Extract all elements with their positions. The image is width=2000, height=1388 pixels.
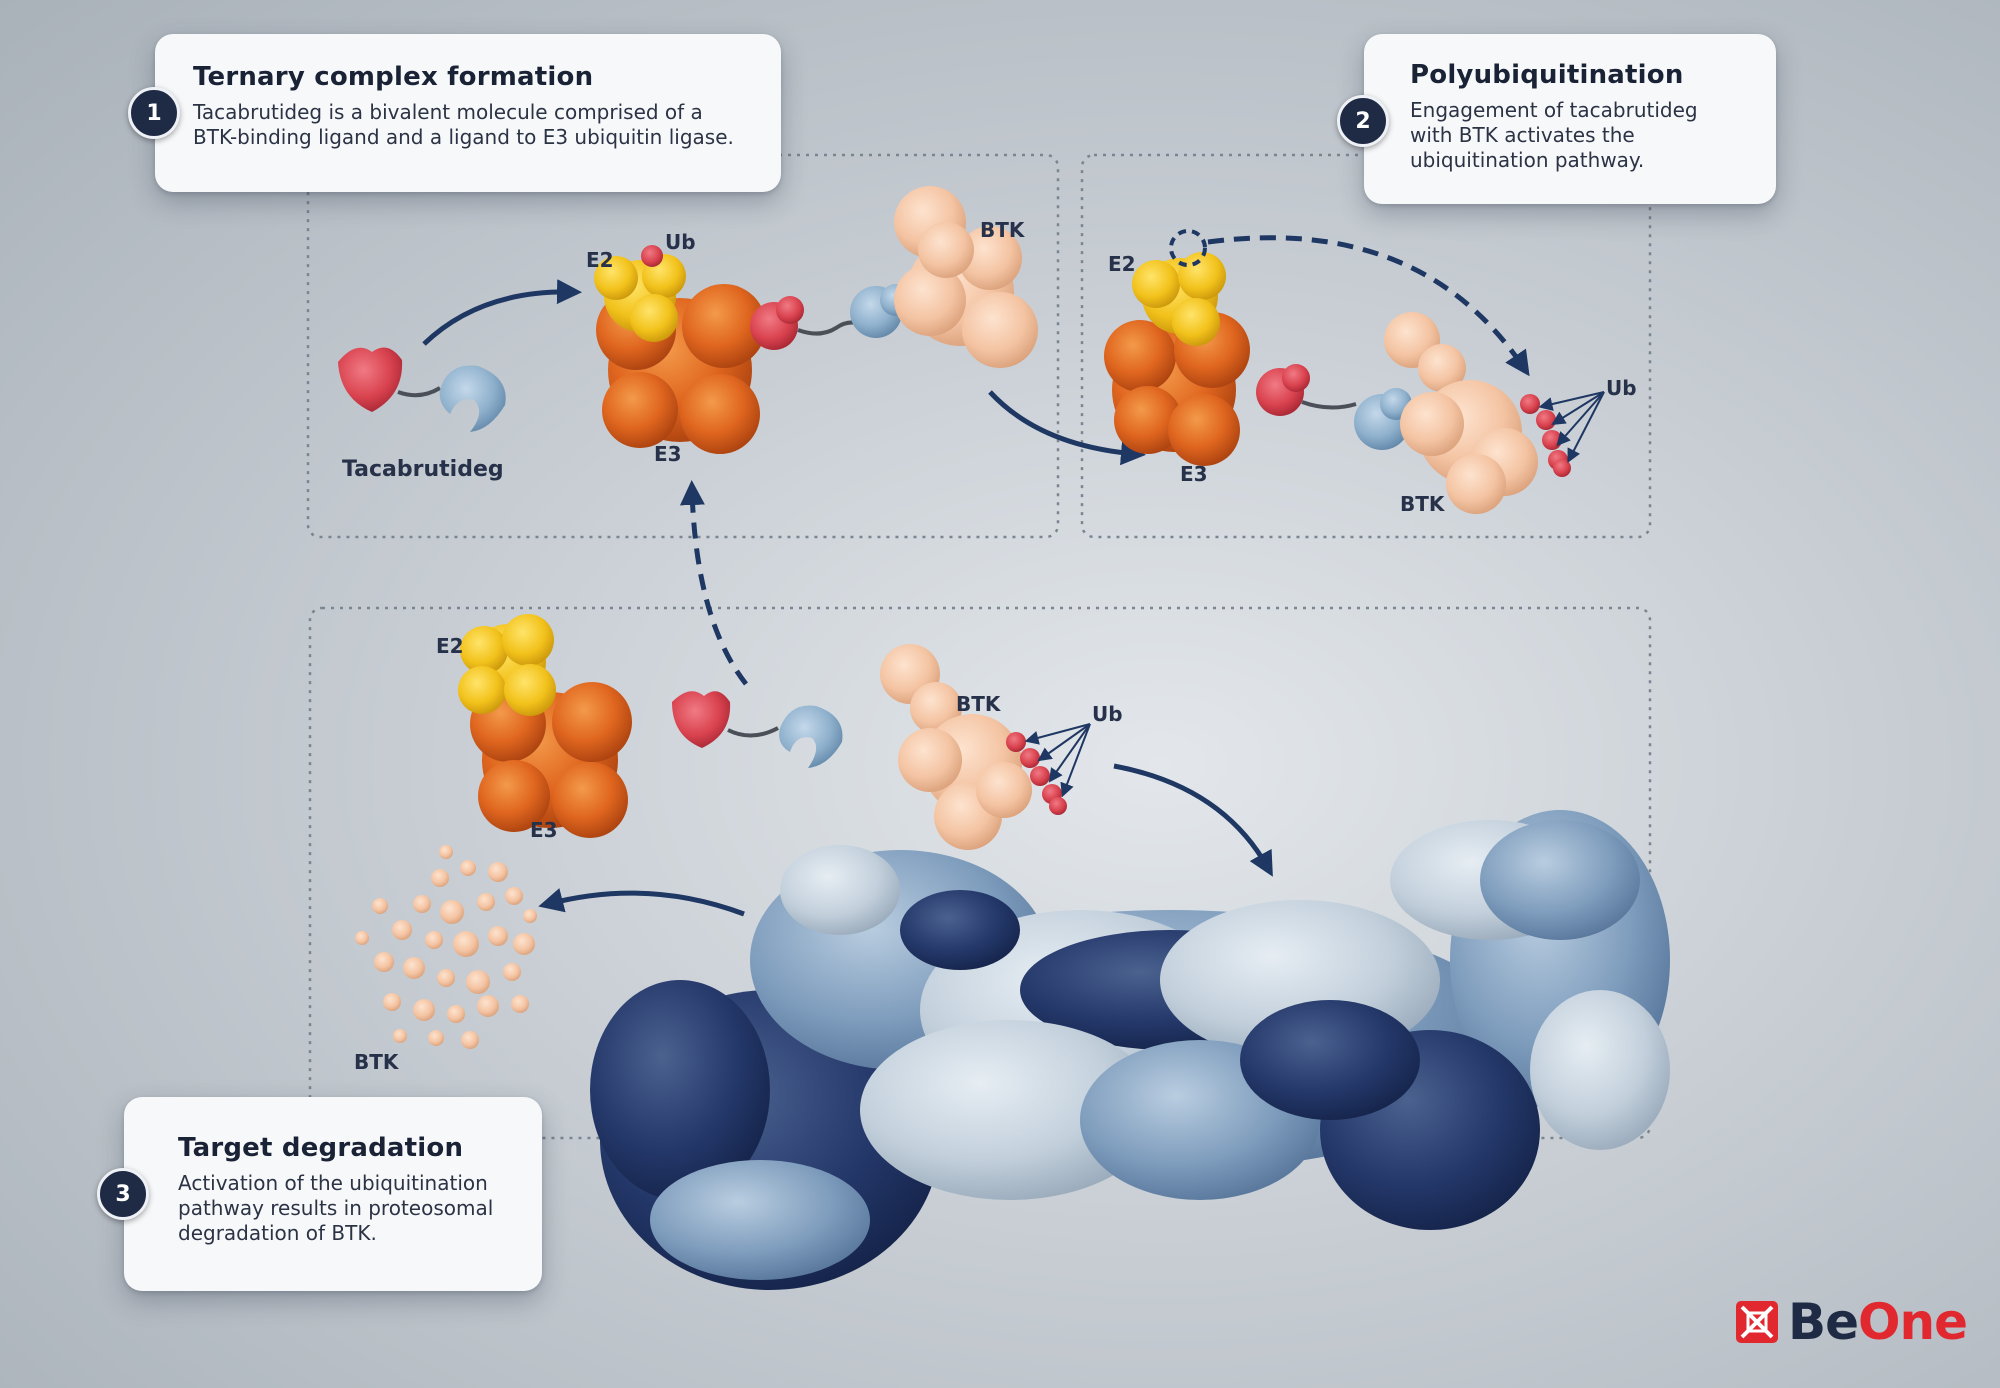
label-e2-panel2: E2 [1108, 252, 1136, 276]
label-btk-panel3: BTK [956, 692, 1001, 716]
ubiquitin-transfer-arrow [1207, 235, 1530, 377]
flow-arrow-to-fragments [538, 888, 745, 917]
btk-fragments [355, 845, 537, 1049]
e3-ligand-panel1 [750, 296, 804, 350]
label-e2-panel1: E2 [586, 248, 614, 272]
step-2-badge: 2 [1337, 95, 1389, 147]
beone-logo-mark [1736, 1301, 1778, 1343]
step-3-card: Target degradation Activation of the ubi… [124, 1097, 542, 1291]
label-e3-panel3: E3 [530, 818, 558, 842]
flow-arrow-to-proteasome [1113, 763, 1273, 877]
e3-ligase-panel3 [470, 682, 632, 838]
e2-enzyme-panel3 [458, 614, 556, 716]
logo-be: Be [1788, 1293, 1859, 1351]
label-btk-fragments: BTK [354, 1050, 399, 1074]
ubiquitin-panel1 [641, 245, 663, 267]
btk-protein-panel1 [894, 186, 1038, 368]
label-e3-panel2: E3 [1180, 462, 1208, 486]
step-3-text: Activation of the ubiquitination pathway… [178, 1171, 494, 1245]
step-3-title: Target degradation [178, 1133, 464, 1163]
beone-wordmark: BeOne [1788, 1293, 1968, 1351]
polyubiquitin-chain-panel3 [1006, 732, 1067, 815]
ub-pointer-arrows-panel2 [1538, 391, 1605, 463]
label-btk-panel2: BTK [1400, 492, 1445, 516]
btk-ligand-panel2 [1354, 388, 1412, 450]
label-ub-panel3: Ub [1092, 702, 1123, 726]
btk-protein-panel2 [1384, 312, 1538, 514]
label-tacabrutideg: Tacabrutideg [342, 457, 504, 482]
btk-protein-panel3 [880, 644, 1032, 850]
tacabrutideg-released [672, 691, 843, 768]
flow-arrow-2 [988, 390, 1146, 466]
linker-panel2 [1301, 400, 1357, 410]
e3-ligand-panel2 [1256, 364, 1310, 416]
step-3-badge: 3 [97, 1168, 149, 1220]
step-2-title: Polyubiquitination [1410, 60, 1684, 90]
proteasome [590, 810, 1670, 1290]
step-2-card: Polyubiquitination Engagement of tacabru… [1364, 34, 1776, 204]
e2-enzyme-panel2 [1132, 252, 1226, 346]
ubiquitin-transfer-marker [1169, 229, 1207, 267]
step-1-text: Tacabrutideg is a bivalent molecule comp… [193, 100, 734, 149]
label-e2-panel3: E2 [436, 634, 464, 658]
label-e3-panel1: E3 [654, 442, 682, 466]
tacabrutideg-molecule [338, 347, 506, 432]
step-1-card: Ternary complex formation Tacabrutideg i… [155, 34, 781, 192]
panel-3-frame [308, 606, 1652, 1140]
beone-logo: BeOne [1788, 1293, 1968, 1351]
step-2-text: Engagement of tacabrutideg with BTK acti… [1410, 98, 1698, 172]
flow-arrow-1 [422, 279, 582, 346]
label-ub-panel1: Ub [665, 230, 696, 254]
step-1-badge: 1 [128, 87, 180, 139]
logo-one: One [1858, 1293, 1968, 1351]
step-1-title: Ternary complex formation [193, 62, 594, 92]
recycle-arrow [679, 480, 748, 686]
e2-enzyme-panel1 [594, 254, 686, 342]
ub-pointer-arrows-panel3 [1024, 723, 1091, 798]
label-ub-panel2: Ub [1606, 376, 1637, 400]
label-btk-panel1: BTK [980, 218, 1025, 242]
polyubiquitin-chain-panel2 [1520, 394, 1571, 477]
